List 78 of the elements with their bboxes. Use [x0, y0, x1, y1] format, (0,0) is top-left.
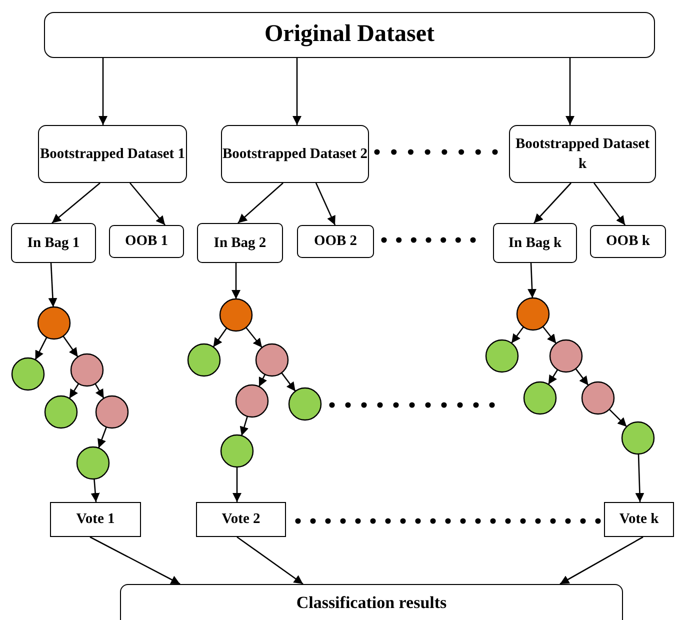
- arrow: [292, 58, 302, 125]
- process-box: [38, 125, 187, 183]
- box-label: OOB k: [606, 232, 650, 252]
- split-node-circle: [255, 343, 289, 377]
- arrow: [510, 326, 524, 344]
- leaf-node-circle: [76, 446, 110, 480]
- arrow: [315, 182, 336, 226]
- box-label: Bootstrapped Dataset k: [514, 134, 651, 174]
- process-box: [197, 223, 283, 263]
- arrow: [232, 263, 240, 299]
- arrow: [232, 467, 242, 502]
- arrow: [281, 372, 296, 392]
- process-box: [50, 502, 141, 537]
- box-label: Bootstrapped Dataset 1: [40, 144, 185, 164]
- arrow: [240, 416, 248, 436]
- arrow: [246, 327, 262, 348]
- arrow: [566, 58, 574, 125]
- dataset-box: [44, 12, 655, 58]
- process-box: [509, 125, 656, 183]
- arrow: [48, 262, 58, 308]
- process-box: [221, 125, 369, 183]
- box-label: Vote k: [619, 510, 659, 530]
- process-box: [590, 225, 666, 258]
- arrow: [90, 478, 100, 502]
- split-node-circle: [549, 339, 583, 373]
- box-label: Vote 2: [222, 510, 260, 530]
- arrow: [34, 337, 48, 360]
- arrow: [560, 536, 644, 585]
- box-label: Bootstrapped Dataset 2: [222, 144, 368, 164]
- process-box: [11, 223, 96, 263]
- root-node-circle: [37, 306, 71, 340]
- arrow: [236, 536, 304, 585]
- box-label: In Bag 1: [27, 234, 80, 253]
- arrow: [90, 536, 180, 585]
- root-node-circle: [516, 297, 550, 331]
- box-label: Vote 1: [76, 510, 115, 530]
- arrow: [130, 182, 166, 226]
- arrow: [593, 182, 626, 226]
- box-label: In Bag k: [508, 234, 562, 253]
- arrow: [635, 454, 644, 502]
- leaf-node-circle: [44, 395, 78, 429]
- split-node-circle: [70, 353, 104, 387]
- arrow: [68, 383, 80, 399]
- arrow: [528, 262, 537, 298]
- process-box: [493, 223, 577, 263]
- box-label: Original Dataset: [264, 20, 434, 50]
- leaf-node-circle: [523, 381, 557, 415]
- arrow: [94, 383, 104, 399]
- process-box: [196, 502, 286, 537]
- box-label: OOB 2: [314, 232, 358, 252]
- leaf-node-circle: [220, 434, 254, 468]
- process-box: [604, 502, 674, 537]
- box-label: OOB 1: [124, 232, 168, 252]
- arrow: [608, 408, 628, 428]
- leaf-node-circle: [11, 357, 45, 391]
- arrow: [238, 182, 284, 224]
- arrow: [62, 336, 78, 358]
- process-box: [297, 225, 374, 258]
- arrow: [542, 326, 557, 344]
- split-node-circle: [95, 395, 129, 429]
- box-label: In Bag 2: [214, 234, 266, 253]
- arrow: [534, 182, 572, 224]
- leaf-node-circle: [485, 339, 519, 373]
- box-label: Classification results: [296, 592, 447, 614]
- leaf-node-circle: [288, 387, 322, 421]
- root-node-circle: [219, 298, 253, 332]
- arrow: [575, 368, 589, 386]
- process-box: [109, 225, 184, 258]
- arrow: [52, 182, 100, 224]
- arrow: [212, 328, 228, 348]
- arrow: [98, 426, 107, 448]
- leaf-node-circle: [621, 421, 655, 455]
- split-node-circle: [235, 384, 269, 418]
- arrow: [98, 58, 108, 125]
- arrow: [548, 369, 558, 385]
- leaf-node-circle: [187, 343, 221, 377]
- arrow: [258, 374, 267, 387]
- split-node-circle: [581, 381, 615, 415]
